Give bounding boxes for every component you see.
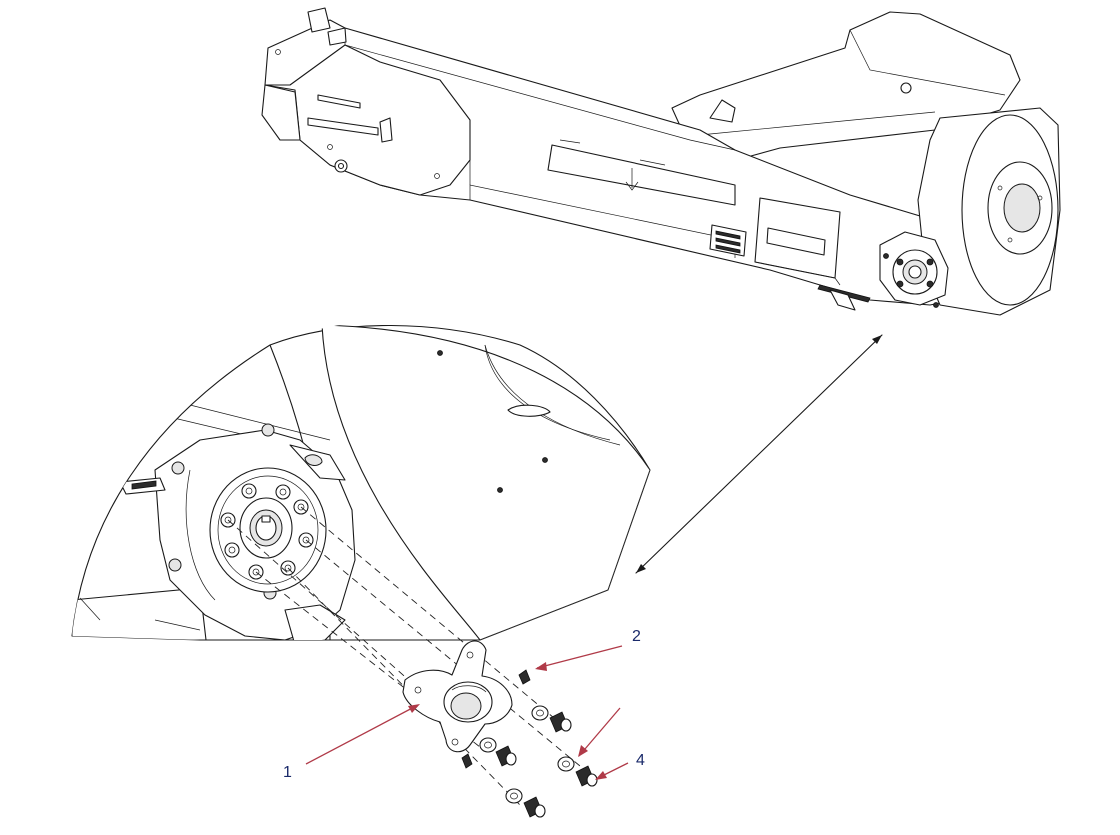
upper-arm-cover bbox=[671, 11, 1021, 171]
detail-reference-line bbox=[635, 334, 883, 574]
left-end-cover bbox=[264, 44, 471, 196]
set-screw-part-2 bbox=[461, 669, 531, 769]
callout-label-4: 4 bbox=[636, 752, 645, 769]
enlarged-detail bbox=[71, 324, 651, 641]
machine-assembly bbox=[261, 7, 1061, 316]
drive-drum bbox=[917, 107, 1061, 316]
assembly-axis-lines bbox=[227, 506, 581, 806]
callout-label-1: 1 bbox=[283, 764, 292, 781]
decal-plate bbox=[709, 224, 747, 257]
callout-label-2: 2 bbox=[632, 628, 641, 645]
hub-location bbox=[879, 231, 949, 308]
bolt-set-part-4 bbox=[479, 705, 598, 818]
callout-arrows bbox=[305, 645, 629, 780]
inspection-window bbox=[547, 144, 736, 206]
coupling-flange-part-1 bbox=[402, 640, 513, 753]
